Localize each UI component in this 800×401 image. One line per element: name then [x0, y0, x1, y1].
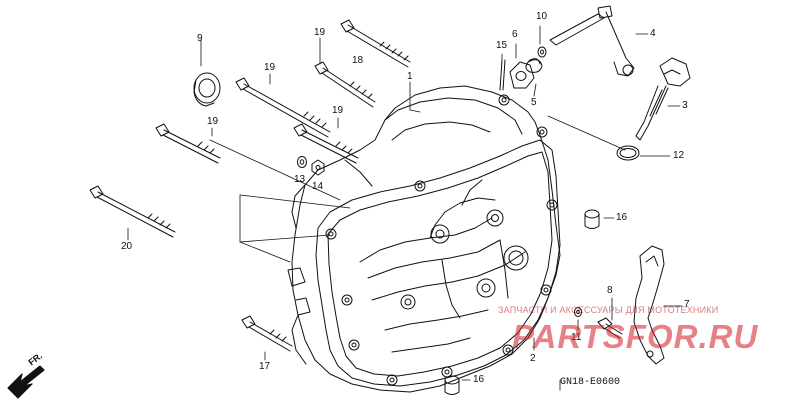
callout-15: 15: [496, 40, 508, 51]
bolt-17: [241, 315, 293, 352]
callout-10: 10: [536, 11, 548, 22]
watermark-tagline: ЗАПЧАСТИ И АКСЕССУАРЫ ДЛЯ МОТОТЕХНИКИ: [498, 305, 719, 315]
callout-19-lower: 19: [207, 116, 219, 127]
bolt-20: [89, 185, 176, 238]
bolt-19-b: [235, 77, 331, 138]
leader-lines: [127, 25, 683, 381]
washer-10: [537, 46, 547, 58]
pin-15: [499, 59, 506, 91]
boot-6: [509, 61, 535, 89]
callout-9: 9: [197, 33, 203, 44]
dowel-16-a: [584, 209, 600, 229]
bolt-18: [340, 19, 411, 68]
callout-20: 20: [121, 241, 133, 252]
callout-11: 11: [571, 332, 582, 343]
oil-dipstick-3: [635, 57, 691, 141]
bolt-19-d: [155, 123, 221, 164]
callout-1: 1: [407, 71, 413, 82]
o-ring-12: [616, 145, 640, 161]
callout-16-right: 16: [616, 212, 628, 223]
crankcase-cover: [287, 85, 561, 393]
callout-18: 18: [352, 55, 364, 66]
callout-19-center: 19: [332, 105, 344, 116]
bracket-7: [633, 245, 665, 365]
bolt-19-c: [293, 123, 359, 164]
callout-19-top: 19: [314, 27, 326, 38]
alignment-lines: [209, 115, 626, 391]
nut-14: [311, 159, 325, 176]
callout-8: 8: [607, 285, 613, 296]
callout-3: 3: [682, 100, 688, 111]
callout-17: 17: [259, 361, 271, 372]
washer-13: [297, 156, 307, 168]
drawing-code: GN18-E0600: [560, 377, 621, 388]
callout-5: 5: [531, 97, 537, 108]
callout-2: 2: [530, 353, 536, 364]
callout-16-bottom: 16: [473, 374, 485, 385]
dowel-16-b: [444, 375, 460, 395]
callout-12: 12: [673, 150, 685, 161]
shift-arm-4: [549, 5, 635, 77]
callout-13-b: 13: [294, 174, 306, 185]
washer-11: [574, 307, 582, 317]
callout-4: 4: [650, 28, 656, 39]
callout-19-left: 19: [264, 62, 276, 73]
callout-6: 6: [512, 29, 518, 40]
spring-5: [525, 58, 543, 73]
front-direction-arrow: [7, 365, 45, 399]
oil-seal-9: [193, 72, 221, 107]
bolt-19-a: [314, 61, 376, 108]
bolt-8: [597, 317, 623, 339]
callout-7: 7: [684, 299, 690, 310]
callout-14: 14: [312, 181, 324, 192]
watermark-brand: PARTSFOR.RU: [512, 318, 759, 355]
